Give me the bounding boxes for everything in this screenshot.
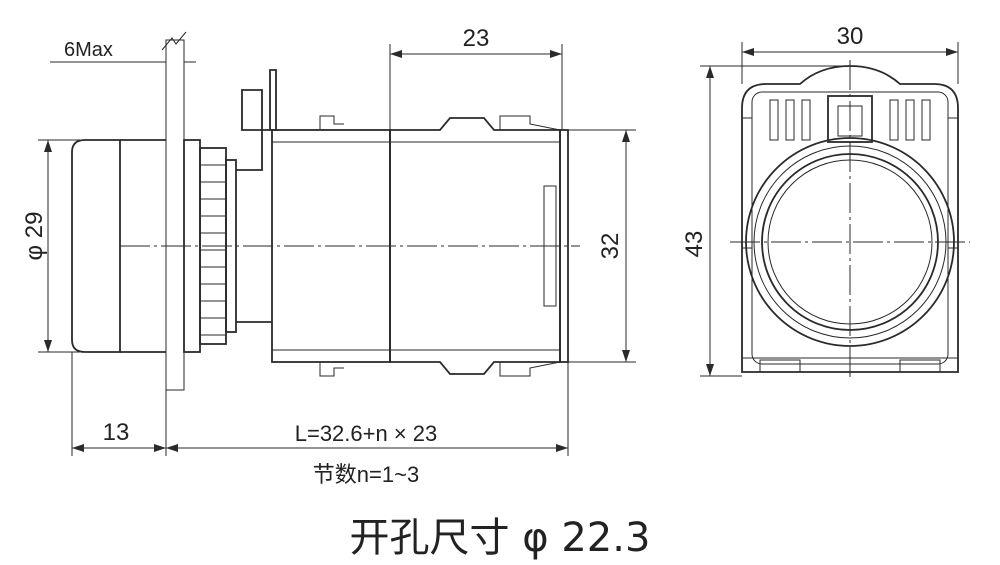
label-diameter: φ 29 xyxy=(21,212,48,261)
dim-diameter: φ 29 xyxy=(21,139,80,353)
dim-panel-max: 6Max xyxy=(50,39,196,63)
dim-length-top: 23 xyxy=(389,25,563,130)
label-height-front: 43 xyxy=(681,231,708,258)
label-length-top: 23 xyxy=(463,25,490,52)
cutout-size-caption: 开孔尺寸 φ 22.3 xyxy=(349,515,651,561)
label-width-top: 30 xyxy=(837,23,864,50)
dim-height-side: 32 xyxy=(568,129,636,363)
dim-bottom: 13 L=32.6+n × 23 节数n=1~3 xyxy=(71,352,569,487)
button-head xyxy=(71,139,121,353)
label-sections-note: 节数n=1~3 xyxy=(313,462,419,487)
side-view xyxy=(71,31,580,391)
dim-height-front: 43 xyxy=(681,65,850,377)
label-height-side: 32 xyxy=(597,233,624,260)
dim-width-top: 30 xyxy=(741,23,959,84)
mounting-panel xyxy=(165,39,185,391)
latch-bracket xyxy=(236,69,277,171)
front-view xyxy=(730,60,970,380)
label-length-formula: L=32.6+n × 23 xyxy=(295,421,438,446)
label-bezel-depth: 13 xyxy=(103,419,130,446)
label-panel-max: 6Max xyxy=(64,39,113,61)
